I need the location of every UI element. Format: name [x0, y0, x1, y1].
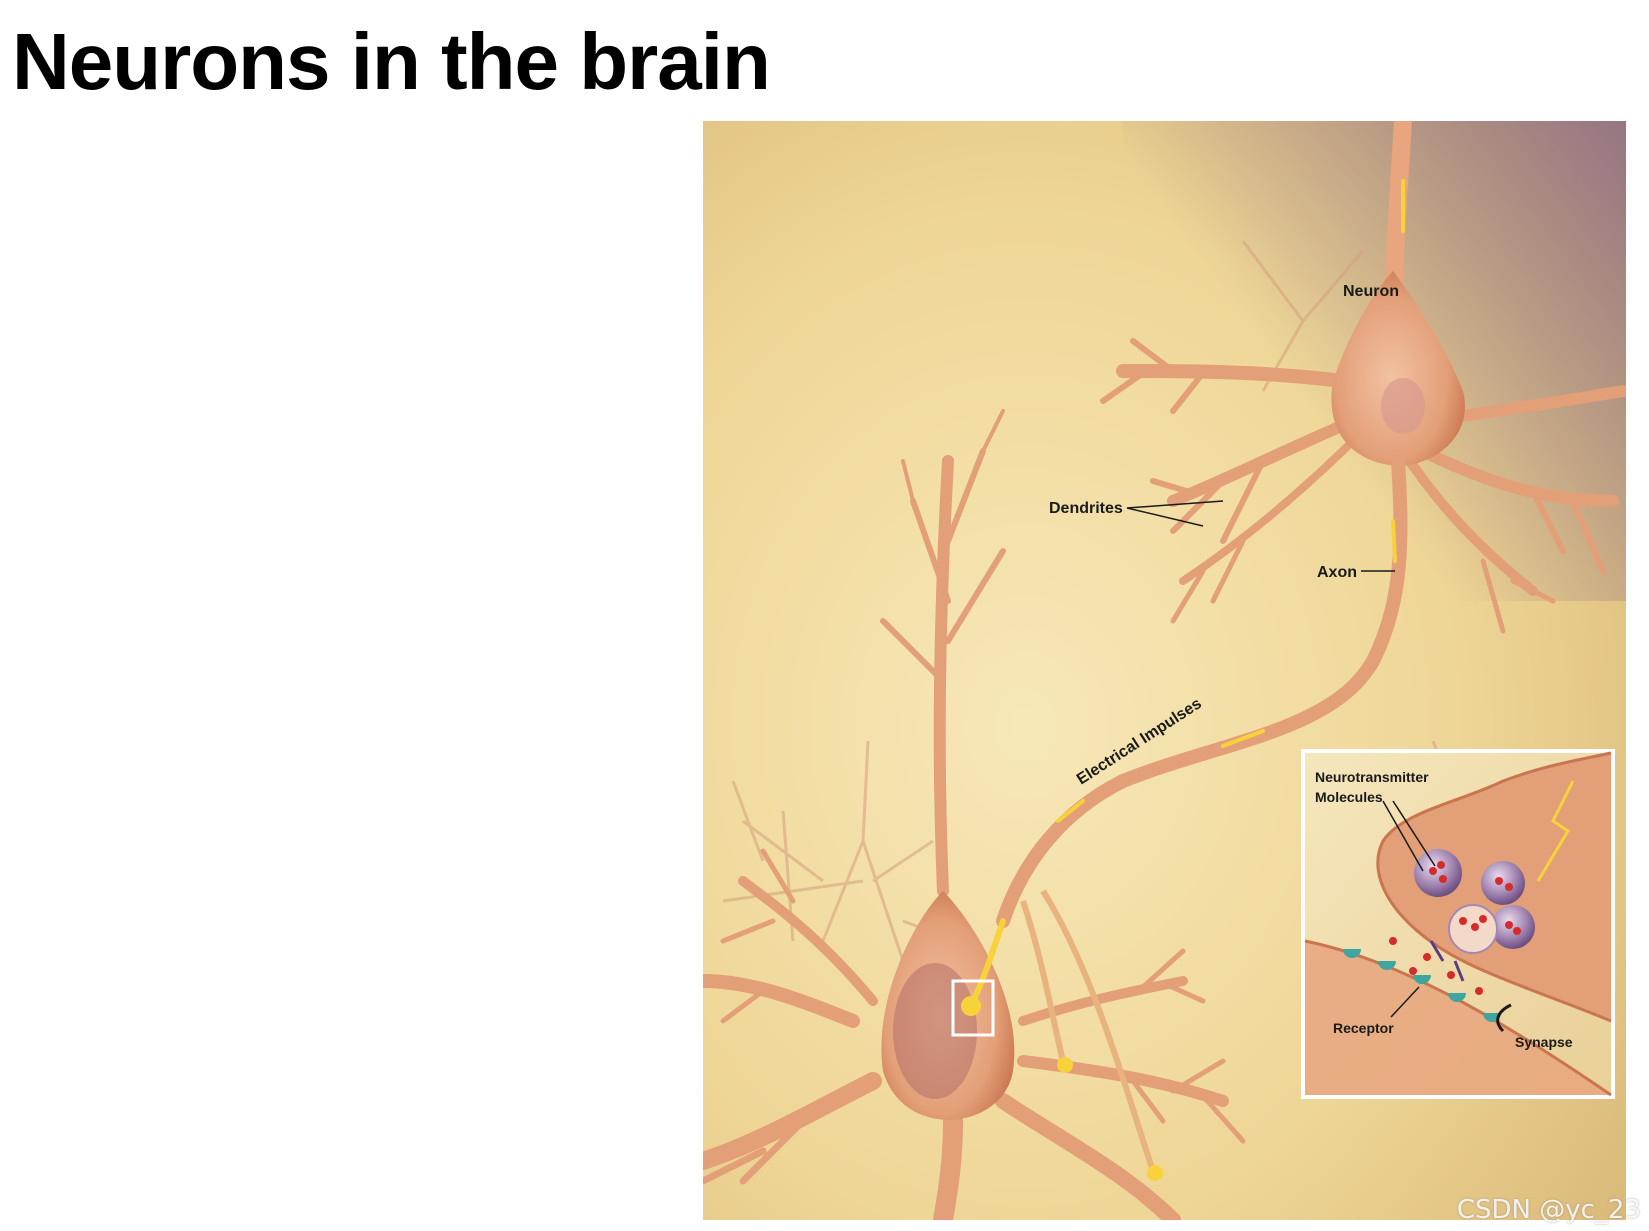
- watermark: CSDN @yc_23: [1456, 1195, 1641, 1225]
- synapse-inset: Neurotransmitter Molecules Receptor Syna…: [1301, 749, 1615, 1099]
- synapse-bouton-2: [1057, 1057, 1073, 1073]
- top-neuron: [996, 121, 1626, 928]
- label-molecules: Molecules: [1315, 789, 1383, 805]
- synapse-bouton: [961, 996, 981, 1016]
- label-synapse: Synapse: [1515, 1034, 1573, 1050]
- label-receptor: Receptor: [1333, 1020, 1394, 1036]
- label-dendrites: Dendrites: [1049, 500, 1123, 517]
- label-axon: Axon: [1317, 564, 1357, 581]
- label-neurotransmitter: Neurotransmitter: [1315, 769, 1429, 785]
- synapse-bouton-3: [1147, 1165, 1163, 1181]
- neuron-illustration-svg: Neuron Dendrites Axon Electrical Impulse…: [703, 121, 1626, 1220]
- zoom-box: [951, 979, 995, 1037]
- bottom-neuron: [703, 409, 1246, 1220]
- slide-title: Neurons in the brain: [12, 17, 771, 106]
- neuron-illustration: Neuron Dendrites Axon Electrical Impulse…: [703, 121, 1626, 1220]
- dendrites-pointer: [1126, 500, 1224, 527]
- label-neuron: Neuron: [1343, 283, 1399, 300]
